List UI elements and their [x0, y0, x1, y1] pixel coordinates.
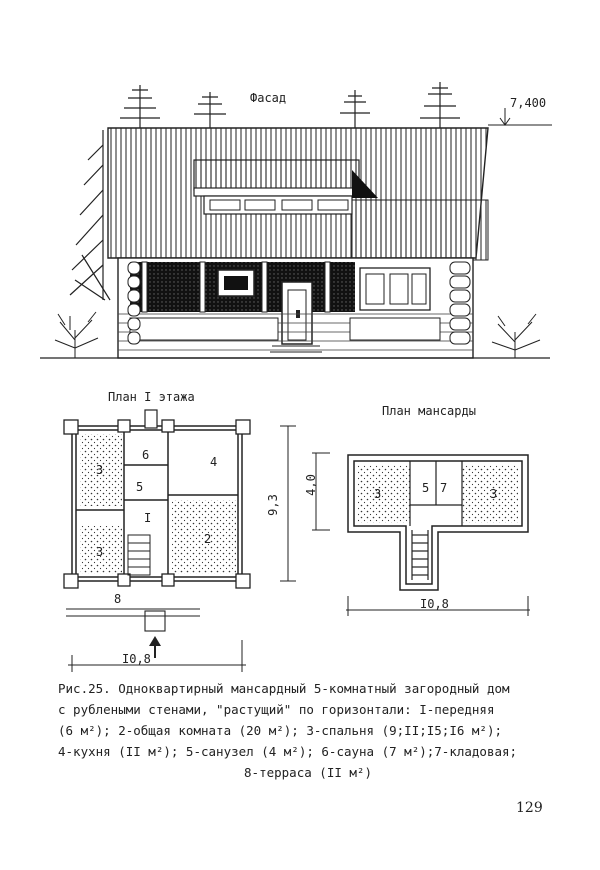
plan2-room-3a: 3 [374, 487, 382, 501]
bush-right-icon [491, 313, 541, 358]
plan2-title: План мансарды [382, 404, 476, 418]
tree-icon [120, 82, 460, 128]
plan2-room-7: 7 [440, 481, 448, 495]
plan2-room-3b: 3 [490, 487, 498, 501]
dormer [193, 159, 360, 191]
plan1-room-8: 8 [114, 592, 122, 606]
plan2-dim-width: I0,8 [420, 597, 449, 611]
page-number: 129 [516, 800, 543, 816]
caption-line-2: с рублеными стенами, "растущий" по гориз… [58, 702, 495, 717]
plan2-drawing [312, 452, 530, 616]
height-mark [488, 108, 552, 126]
caption-line-3: (6 м²); 2-общая комната (20 м²); 3-спаль… [58, 723, 503, 738]
plan1-room-3b: 3 [96, 545, 104, 559]
caption-line-1: Рис.25. Одноквартирный мансардный 5-комн… [58, 681, 510, 696]
figure-caption: Рис.25. Одноквартирный мансардный 5-комн… [58, 678, 558, 783]
facade-title: Фасад [250, 91, 287, 105]
caption-line-5: 8-терраса (II м²) [244, 765, 372, 780]
height-mark-label: 7,400 [510, 96, 547, 110]
plan1-room-5: 5 [136, 480, 144, 494]
facade-drawing [40, 82, 552, 359]
bush-left-icon [54, 311, 99, 358]
plan1-room-4: 4 [210, 455, 218, 469]
plan1-room-3a: 3 [96, 463, 104, 477]
plan1-room-6: 6 [142, 448, 150, 462]
plan1-room-I: I [144, 511, 152, 525]
plan1-dim-depth: 9,3 [265, 494, 280, 516]
plan2-room-5: 5 [422, 481, 430, 495]
plan1-dim-width: I0,8 [122, 652, 151, 666]
plan1-room-2: 2 [204, 532, 212, 546]
plan1-drawing [63, 409, 296, 672]
plan1-title: План I этажа [108, 390, 195, 404]
tree-left-icon [69, 130, 111, 301]
caption-line-4: 4-кухня (II м²); 5-санузел (4 м²); 6-сау… [58, 744, 518, 759]
